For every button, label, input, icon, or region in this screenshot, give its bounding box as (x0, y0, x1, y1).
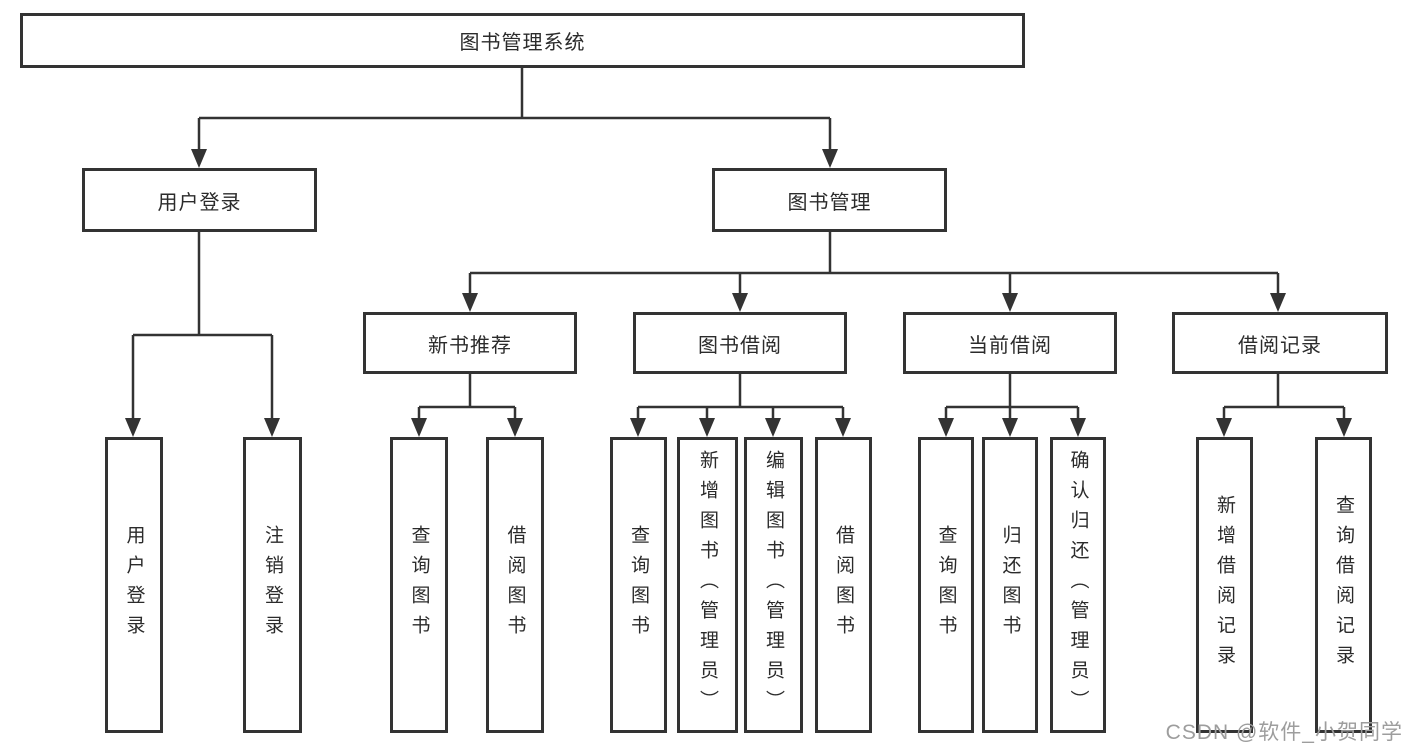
node-label: 借阅记录 (1238, 334, 1322, 357)
node-label: 借阅图书 (833, 525, 854, 645)
node-label: 新书推荐 (428, 334, 512, 357)
connector-user-login-to-leaves (131, 232, 274, 422)
connector-book-borrow-to-leaves (636, 374, 845, 422)
node-label: 查询图书 (408, 525, 430, 645)
arrow-down-icon (125, 418, 141, 437)
arrow-down-icon (1002, 418, 1018, 437)
leaf-query-borrow-record: 查询借阅记录 (1315, 437, 1372, 733)
node-label: 归还图书 (999, 525, 1021, 645)
arrow-down-icon (191, 149, 207, 168)
node-label: 确认归还（管理员） (1067, 450, 1089, 720)
leaf-logout: 注销登录 (243, 437, 302, 733)
node-label: 编辑图书（管理员） (763, 450, 784, 720)
leaf-add-book-admin: 新增图书（管理员） (677, 437, 738, 733)
node-label: 新增借阅记录 (1214, 495, 1235, 675)
node-label: 图书借阅 (698, 334, 782, 357)
leaf-return-book: 归还图书 (982, 437, 1038, 733)
arrow-down-icon (765, 418, 781, 437)
leaf-query-books-current: 查询图书 (918, 437, 974, 733)
connector-book-management-to-level3 (468, 232, 1280, 297)
connector-root-to-level2 (197, 68, 832, 153)
node-label: 查询图书 (935, 525, 957, 645)
arrow-down-icon (732, 293, 748, 312)
leaf-confirm-return-admin: 确认归还（管理员） (1050, 437, 1106, 733)
node-label: 图书管理系统 (459, 32, 586, 54)
node-new-book-recommend: 新书推荐 (363, 312, 577, 374)
watermark: CSDN @软件_小贺同学 (1165, 721, 1403, 744)
arrow-down-icon (1216, 418, 1232, 437)
leaf-user-login: 用户登录 (105, 437, 163, 733)
arrow-down-icon (1002, 293, 1018, 312)
arrow-down-icon (507, 418, 523, 437)
node-label: 用户登录 (123, 525, 145, 645)
arrow-down-icon (1070, 418, 1086, 437)
node-label: 当前借阅 (968, 334, 1052, 357)
node-book-borrow: 图书借阅 (633, 312, 847, 374)
leaf-borrow-books-recommend: 借阅图书 (486, 437, 544, 733)
arrow-down-icon (822, 149, 838, 168)
arrow-down-icon (264, 418, 280, 437)
connector-current-borrow-to-leaves (944, 374, 1080, 422)
node-label: 查询图书 (628, 525, 649, 645)
node-label: 新增图书（管理员） (697, 450, 718, 720)
arrow-down-icon (462, 293, 478, 312)
arrow-down-icon (411, 418, 427, 437)
node-label: 查询借阅记录 (1333, 495, 1354, 675)
node-library-system: 图书管理系统 (20, 13, 1025, 68)
leaf-add-borrow-record: 新增借阅记录 (1196, 437, 1253, 733)
arrow-down-icon (835, 418, 851, 437)
arrowheads (125, 149, 1352, 437)
arrow-down-icon (630, 418, 646, 437)
arrow-down-icon (938, 418, 954, 437)
arrow-down-icon (1336, 418, 1352, 437)
node-label: 用户登录 (157, 191, 242, 214)
node-label: 借阅图书 (504, 525, 526, 645)
connector-borrow-records-to-leaves (1222, 374, 1346, 422)
node-label: 注销登录 (262, 525, 283, 645)
connector-new-book-recommend-to-leaves (417, 374, 517, 422)
leaf-query-books-borrow: 查询图书 (610, 437, 667, 733)
node-current-borrow: 当前借阅 (903, 312, 1117, 374)
leaf-query-books-recommend: 查询图书 (390, 437, 448, 733)
node-book-management: 图书管理 (712, 168, 947, 232)
node-borrow-records: 借阅记录 (1172, 312, 1388, 374)
node-label: 图书管理 (787, 191, 872, 214)
leaf-edit-book-admin: 编辑图书（管理员） (744, 437, 803, 733)
node-user-login: 用户登录 (82, 168, 317, 232)
arrow-down-icon (1270, 293, 1286, 312)
leaf-borrow-books: 借阅图书 (815, 437, 872, 733)
arrow-down-icon (699, 418, 715, 437)
